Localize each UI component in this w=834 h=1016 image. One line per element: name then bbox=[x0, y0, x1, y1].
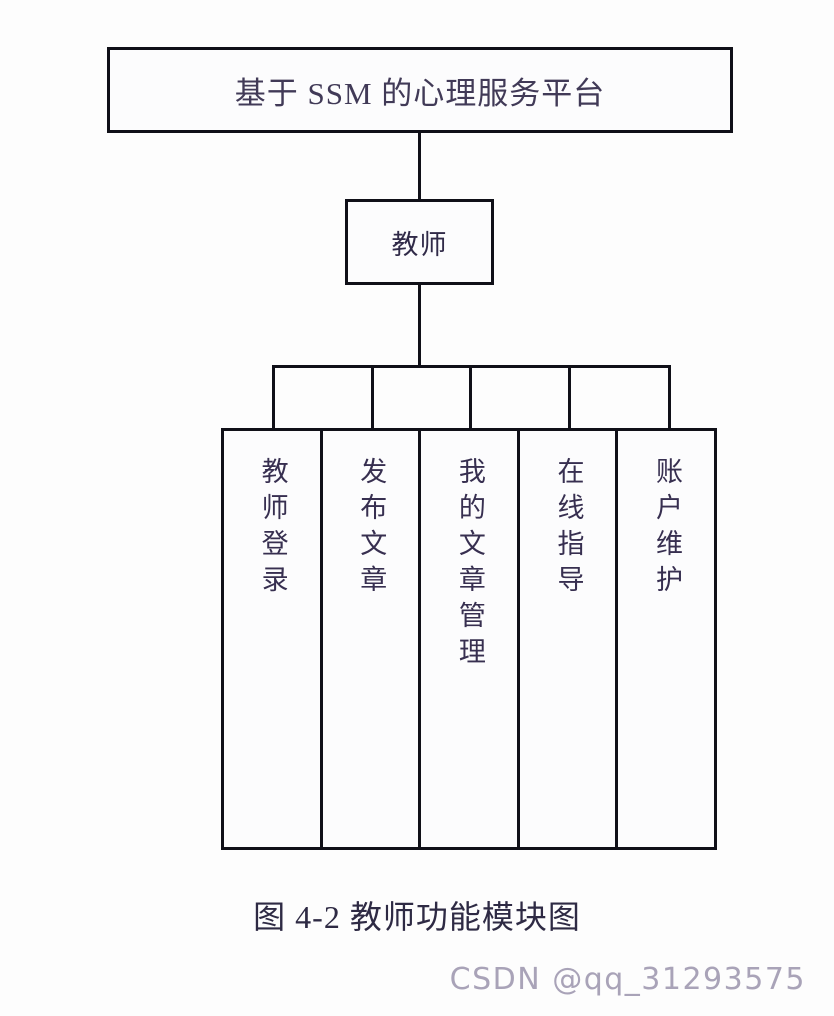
connector-actor-to-branches bbox=[418, 283, 421, 367]
leaf-node-1: 发布文章 bbox=[322, 431, 422, 847]
branch-tick-1 bbox=[272, 365, 275, 430]
leaf-node-0: 教师登录 bbox=[224, 431, 323, 847]
leaf-node-2: 我的文章管理 bbox=[421, 431, 520, 847]
branch-tick-4 bbox=[568, 365, 571, 430]
branch-distributor bbox=[272, 365, 671, 430]
leaf-node-row: 教师登录 发布文章 我的文章管理 在线指导 账户维护 bbox=[221, 428, 717, 850]
leaf-node-label: 我的文章管理 bbox=[454, 457, 485, 673]
leaf-node-label: 账户维护 bbox=[652, 457, 683, 601]
branch-tick-2 bbox=[371, 365, 374, 430]
leaf-node-label: 在线指导 bbox=[553, 457, 584, 601]
leaf-node-label: 发布文章 bbox=[356, 457, 387, 601]
watermark-text: CSDN @qq_31293575 bbox=[449, 962, 806, 997]
root-node-label: 基于 SSM 的心理服务平台 bbox=[234, 75, 606, 111]
branch-tick-5 bbox=[668, 365, 671, 430]
actor-node-teacher: 教师 bbox=[345, 199, 494, 285]
root-node-platform: 基于 SSM 的心理服务平台 bbox=[107, 47, 733, 133]
figure-caption: 图 4-2 教师功能模块图 bbox=[253, 899, 581, 935]
leaf-node-4: 账户维护 bbox=[618, 431, 714, 847]
branch-tick-3 bbox=[469, 365, 472, 430]
connector-root-to-actor bbox=[418, 131, 421, 201]
leaf-node-3: 在线指导 bbox=[519, 431, 619, 847]
leaf-node-label: 教师登录 bbox=[257, 457, 288, 601]
actor-node-label: 教师 bbox=[391, 229, 448, 260]
